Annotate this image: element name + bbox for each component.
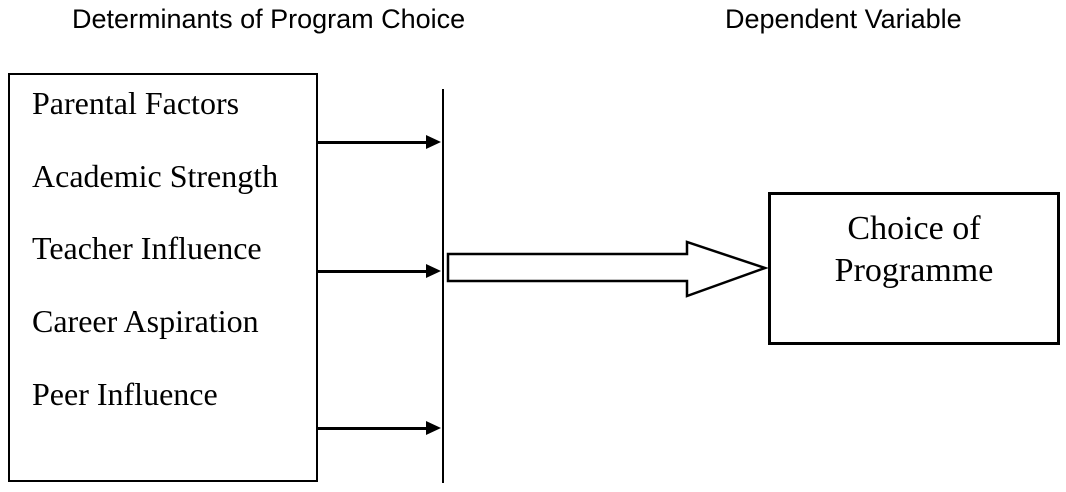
dependent-box-line2: Programme — [834, 252, 994, 289]
determinants-box: Parental Factors Academic Strength Teach… — [8, 73, 318, 482]
arrow-head — [426, 135, 441, 149]
arrow-shaft — [318, 269, 428, 273]
determinant-item-academic-strength: Academic Strength — [32, 158, 279, 194]
arrow-head — [426, 264, 441, 278]
determinant-item-peer-influence: Peer Influence — [32, 376, 218, 412]
right-arrow-icon — [318, 264, 441, 278]
determinant-item-career-aspiration: Career Aspiration — [32, 303, 259, 339]
determinant-item-teacher-influence: Teacher Influence — [32, 230, 262, 266]
barrier-vertical-line — [442, 89, 444, 483]
independent-variables-heading: Determinants of Program Choice — [72, 4, 466, 34]
right-arrow-icon — [318, 421, 441, 435]
dependent-variable-box: Choice of Programme — [768, 192, 1060, 345]
determinant-item-parental-factors: Parental Factors — [32, 85, 240, 121]
dependent-variable-heading: Dependent Variable — [725, 4, 962, 34]
arrow-shaft — [318, 426, 428, 430]
arrow-shaft — [318, 140, 428, 144]
right-arrow-icon — [318, 135, 441, 149]
block-arrow-right-icon — [446, 240, 769, 298]
dependent-box-line1: Choice of — [847, 210, 981, 247]
arrow-head — [426, 421, 441, 435]
